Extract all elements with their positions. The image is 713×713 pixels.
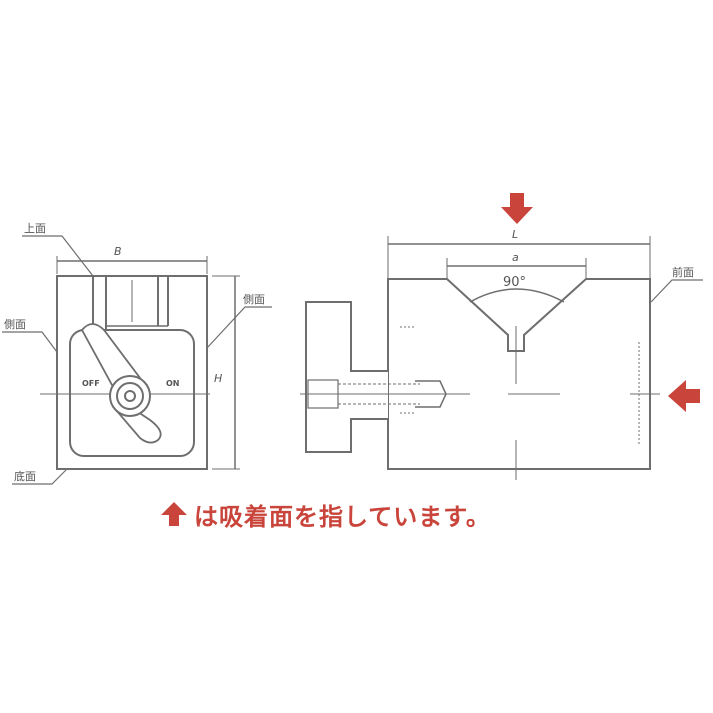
dimension-v-angle: 90°	[503, 275, 526, 290]
arrow-left-icon	[668, 380, 700, 412]
arrow-up-icon	[161, 502, 187, 526]
right-view	[300, 236, 703, 480]
left-body-outline	[56, 275, 208, 470]
label-front-face: 前面	[672, 265, 694, 279]
switch-plate	[69, 329, 195, 457]
arrow-down-icon	[501, 193, 533, 224]
label-back-face: 底面	[14, 469, 36, 483]
t-handle	[305, 301, 388, 453]
switch-knob	[109, 375, 151, 417]
label-top-face: 上面	[24, 222, 46, 235]
right-body-outline	[388, 279, 512, 348]
dimension-a: a	[512, 251, 519, 264]
switch-off-label: OFF	[82, 379, 100, 388]
dimension-b: B	[114, 245, 122, 258]
caption: は吸着面を指しています。	[160, 496, 491, 532]
caption-text: は吸着面を指しています。	[194, 502, 491, 531]
dimension-h: H	[214, 372, 222, 385]
dimension-l: L	[512, 228, 518, 241]
switch-on-label: ON	[166, 379, 180, 388]
label-side-face-right: 側面	[243, 293, 265, 306]
label-side-face-left: 側面	[4, 318, 26, 331]
left-view	[2, 235, 272, 485]
